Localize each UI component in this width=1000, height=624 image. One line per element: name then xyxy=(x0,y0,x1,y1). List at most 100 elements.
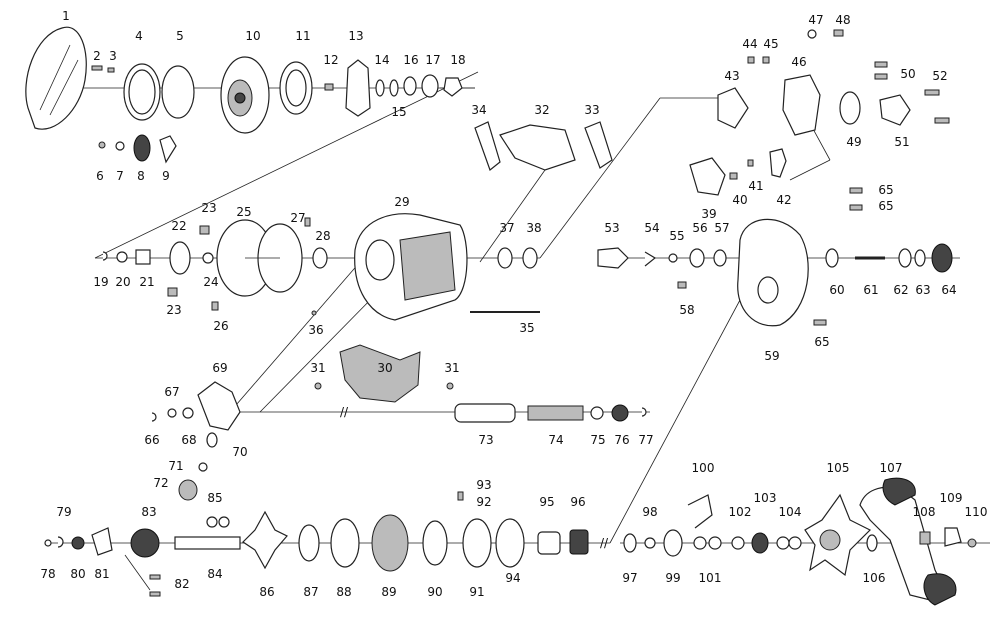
part-e-clip xyxy=(102,251,108,261)
part-washer-55 xyxy=(668,253,678,263)
callout-97: 97 xyxy=(622,571,637,585)
part-thumb-screw-left xyxy=(314,382,322,390)
part-spring xyxy=(135,249,151,265)
part-top-cover xyxy=(499,124,576,171)
part-screw-40 xyxy=(729,172,738,180)
part-bearing-96 xyxy=(569,529,589,555)
part-washer-67 xyxy=(167,408,177,418)
part-bolt xyxy=(324,83,334,91)
part-bearing-97 xyxy=(623,533,637,553)
part-retainer xyxy=(443,77,463,97)
part-e-clip-77 xyxy=(641,407,647,417)
part-bushing-38 xyxy=(522,247,538,269)
callout-33: 33 xyxy=(584,103,599,117)
part-pawl-70 xyxy=(206,432,218,448)
part-bearing-56 xyxy=(689,248,705,268)
part-pawl xyxy=(769,148,787,178)
callout-31b: 31 xyxy=(444,361,459,375)
part-spring-54 xyxy=(644,251,657,267)
part-washer-101b xyxy=(708,536,722,550)
callout-53: 53 xyxy=(604,221,619,235)
callout-29: 29 xyxy=(394,195,409,209)
part-screw-65b xyxy=(849,204,863,211)
callout-56: 56 xyxy=(692,221,707,235)
callout-10: 10 xyxy=(245,29,260,43)
callout-23: 23 xyxy=(201,201,216,215)
part-washer-85a xyxy=(206,516,218,528)
callout-28: 28 xyxy=(315,229,330,243)
callout-50: 50 xyxy=(900,67,915,81)
part-screw-52 xyxy=(924,89,940,96)
part-gear-83 xyxy=(130,528,160,558)
part-collar-72 xyxy=(178,479,198,501)
part-screw xyxy=(91,65,103,71)
part-pin xyxy=(107,67,115,73)
part-washer-87 xyxy=(298,524,320,562)
callout-63: 63 xyxy=(915,283,930,297)
callout-35: 35 xyxy=(519,321,534,335)
callout-80: 80 xyxy=(70,567,85,581)
part-brake-shoe xyxy=(199,225,210,235)
break-mark: // xyxy=(340,405,349,419)
part-pin-small xyxy=(211,301,219,311)
part-key-58 xyxy=(677,281,687,289)
part-side-plate-right xyxy=(584,121,613,169)
callout-65b: 65 xyxy=(878,199,893,213)
callout-51: 51 xyxy=(894,135,909,149)
callout-39: 39 xyxy=(701,207,716,221)
callout-labels: 1 2 3 4 5 6 7 8 9 10 11 12 13 14 15 16 1… xyxy=(40,9,987,599)
callout-76: 76 xyxy=(614,433,629,447)
part-screw-65a xyxy=(849,187,863,194)
part-plate-43 xyxy=(717,87,749,129)
part-screw-82a xyxy=(149,574,161,580)
callout-65c: 65 xyxy=(814,335,829,349)
callout-105: 105 xyxy=(827,461,850,475)
callout-48: 48 xyxy=(835,13,850,27)
part-side-plate-hub xyxy=(757,276,779,304)
part-e-clip-66 xyxy=(151,412,157,422)
part-bearing-68 xyxy=(182,407,194,419)
callout-46: 46 xyxy=(791,55,806,69)
part-plate-49 xyxy=(839,91,861,125)
part-sleeve-95 xyxy=(537,531,561,555)
callout-38: 38 xyxy=(526,221,541,235)
callout-102: 102 xyxy=(729,505,752,519)
callout-59: 59 xyxy=(764,349,779,363)
callout-68: 68 xyxy=(181,433,196,447)
part-washer-small xyxy=(375,79,385,97)
part-screw-44 xyxy=(747,56,755,64)
part-handle-107 xyxy=(859,477,957,606)
part-o-ring xyxy=(161,65,195,119)
part-shim xyxy=(116,251,128,263)
callout-18: 18 xyxy=(450,53,465,67)
callout-73: 73 xyxy=(478,433,493,447)
callout-87: 87 xyxy=(303,585,318,599)
part-side-plate xyxy=(737,218,809,327)
part-pin-tiny xyxy=(311,310,317,316)
callout-86: 86 xyxy=(259,585,274,599)
callout-79: 79 xyxy=(56,505,71,519)
part-frame xyxy=(354,213,468,321)
callout-75: 75 xyxy=(590,433,605,447)
part-side-plate-left xyxy=(474,121,501,171)
callout-36: 36 xyxy=(308,323,323,337)
callout-6: 6 xyxy=(96,169,104,183)
callout-74: 74 xyxy=(548,433,563,447)
part-brake-ring-inner xyxy=(128,69,156,115)
callout-15: 15 xyxy=(391,105,406,119)
callout-3: 3 xyxy=(109,49,117,63)
callout-70: 70 xyxy=(232,445,247,459)
part-collar-small xyxy=(202,252,214,264)
callout-11: 11 xyxy=(295,29,310,43)
callout-100: 100 xyxy=(692,461,715,475)
callout-26: 26 xyxy=(213,319,228,333)
callout-7: 7 xyxy=(116,169,124,183)
part-bracket-46 xyxy=(782,74,821,136)
part-main-gear xyxy=(371,514,409,572)
part-nut-64 xyxy=(931,243,953,273)
callout-9: 9 xyxy=(162,169,170,183)
part-bearing-75 xyxy=(590,406,604,420)
part-pipe-73 xyxy=(454,403,516,423)
part-clip xyxy=(159,135,177,164)
